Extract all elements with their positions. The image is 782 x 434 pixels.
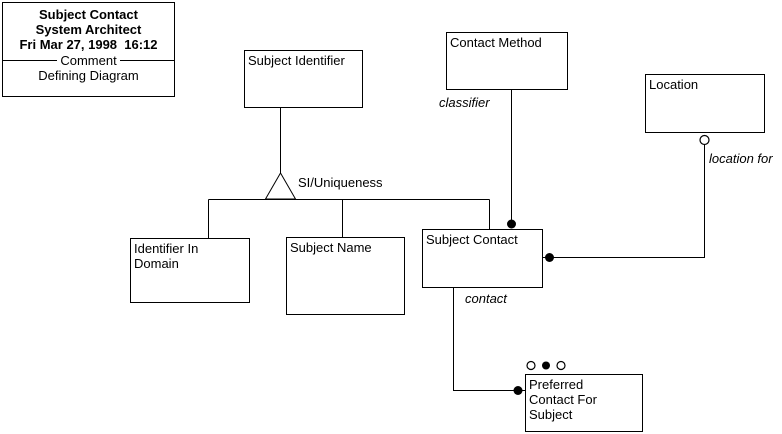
classifier-role-label: classifier [439,95,490,110]
optional-circle-icon [526,360,536,371]
entity-label: Subject Name [290,240,372,255]
comment-divider-label: Comment [60,53,117,68]
cardinality-dot-icon [542,361,550,370]
diagram-comment: Defining Diagram [38,68,139,83]
entity-identifier-in-domain[interactable]: Identifier In Domain [130,238,250,303]
connector-location-subject-contact [543,145,705,258]
entity-contact-method[interactable]: Contact Method [446,32,568,90]
entity-label: Location [649,77,699,92]
diagram-title: Subject Contact [39,7,138,22]
divider-rule [3,60,58,61]
diagram-tool-name: System Architect [35,22,142,37]
entity-subject-identifier[interactable]: Subject Identifier [244,50,363,108]
entity-label: Subject Contact [426,232,518,247]
optional-circle-icon [556,360,566,371]
diagram-title-block[interactable]: Subject Contact System Architect Fri Mar… [2,2,175,97]
optional-circle-icon [699,134,710,146]
cardinality-dot-icon [507,219,516,229]
cardinality-dot-icon [513,386,523,395]
subtype-triangle-icon [264,171,297,200]
entity-label: Contact Method [450,35,542,50]
diagram-timestamp: Fri Mar 27, 1998 16:12 [19,37,158,52]
entity-label: Identifier In Domain [134,241,199,271]
comment-divider: Comment [3,53,175,68]
contact-role-label: contact [465,291,507,306]
subtype-label: SI/Uniqueness [298,175,383,190]
entity-label: Subject Identifier [248,53,345,68]
cardinality-dot-icon [545,253,554,262]
divider-rule [119,60,175,61]
entity-preferred-contact-for-subject[interactable]: Preferred Contact For Subject [525,374,643,432]
entity-label: Preferred Contact For Subject [529,377,597,422]
entity-subject-contact[interactable]: Subject Contact [422,229,543,288]
entity-location[interactable]: Location [645,74,765,133]
entity-subject-name[interactable]: Subject Name [286,237,405,315]
location-for-role-label: location for [709,151,773,166]
